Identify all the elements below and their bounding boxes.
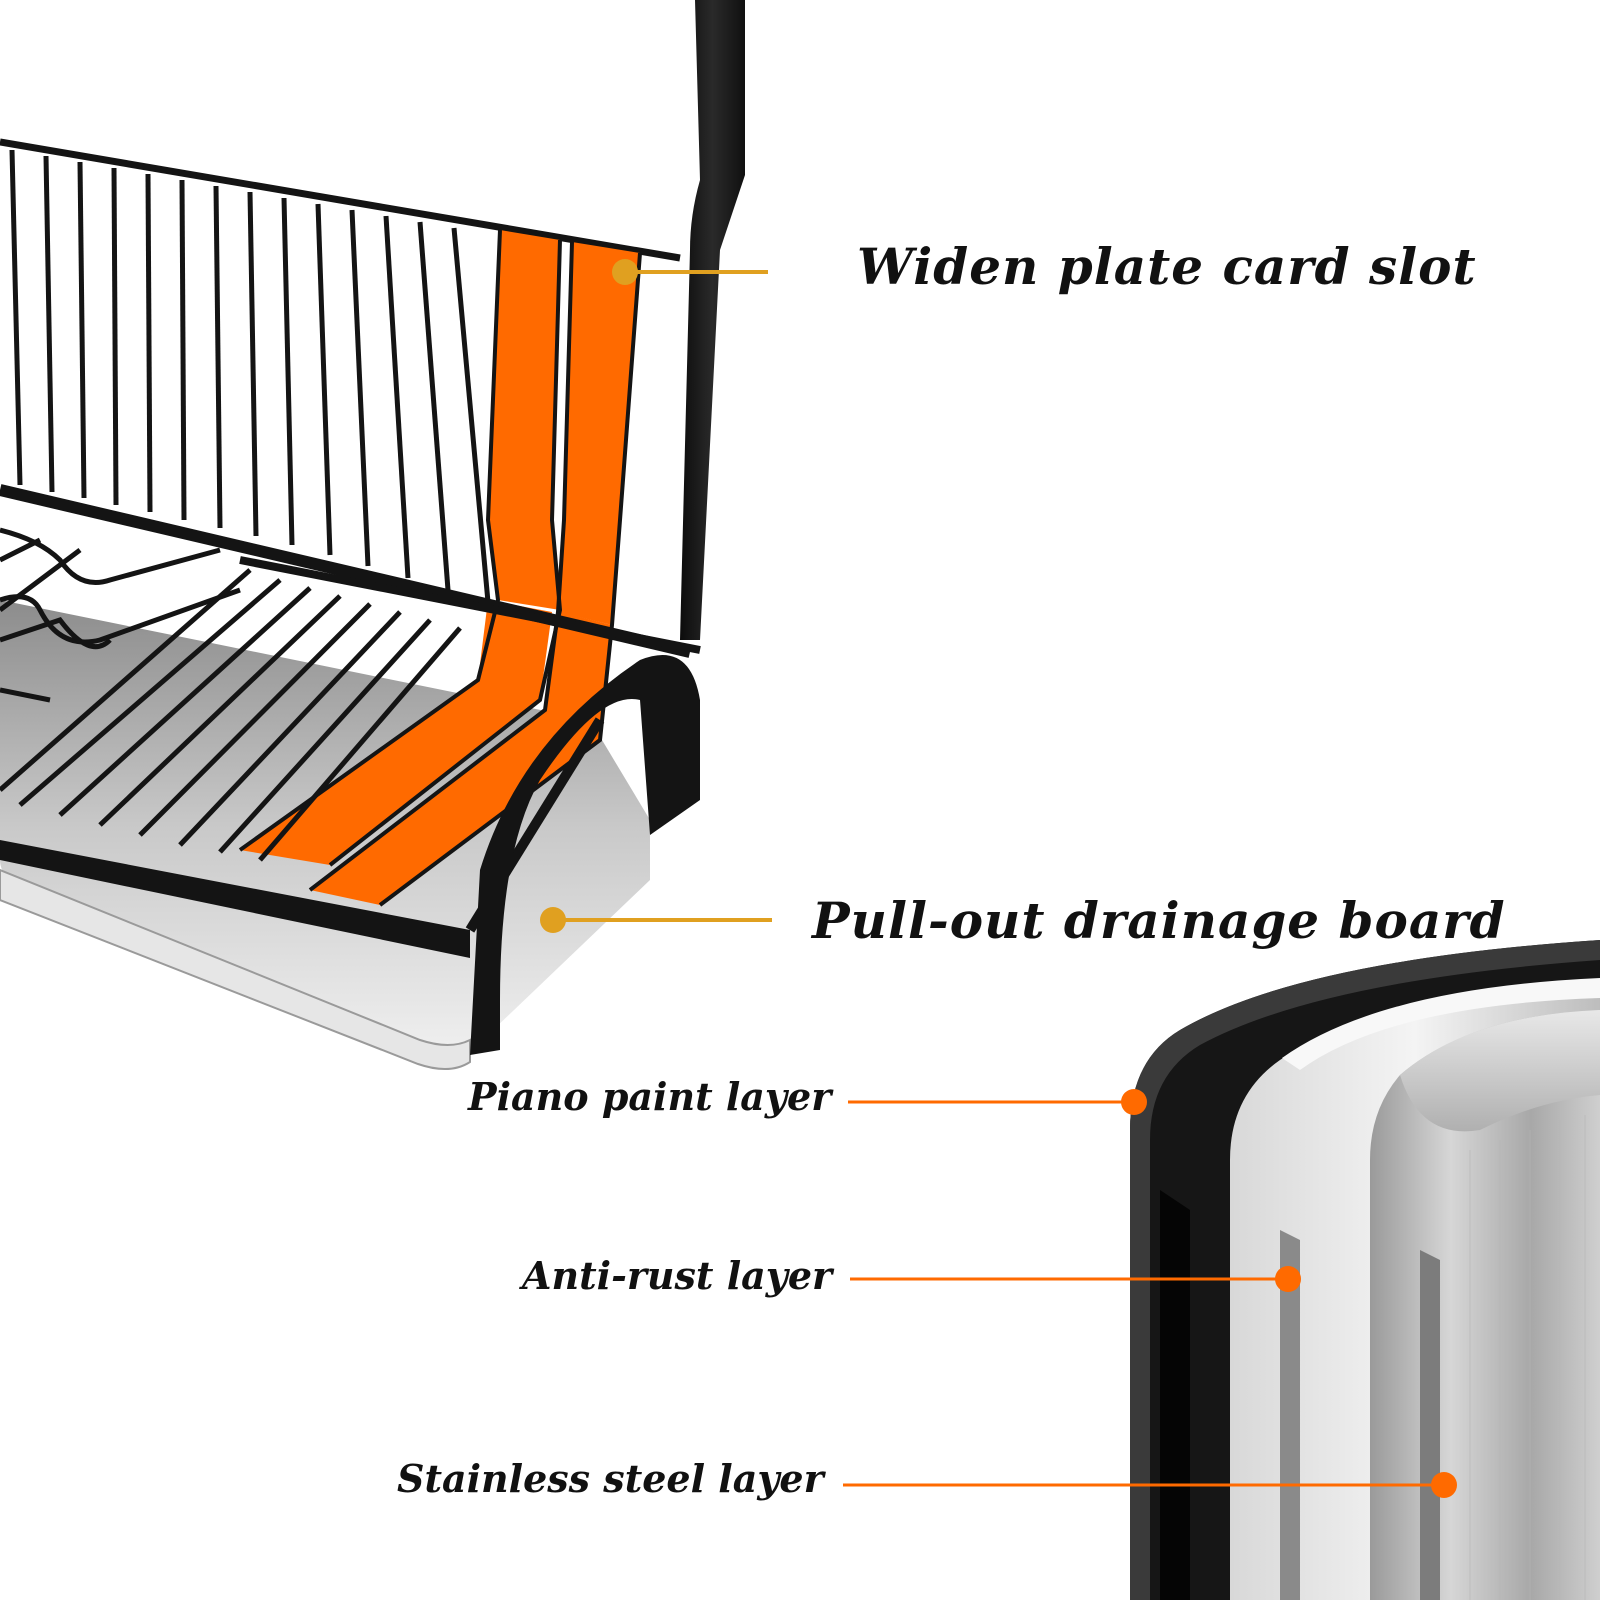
stainless-steel-label: Stainless steel layer <box>397 1456 824 1501</box>
back-wires <box>9 149 491 603</box>
side-handle-arch <box>470 655 700 1055</box>
anti-rust-marker <box>1275 1266 1301 1292</box>
piano-paint-marker <box>1121 1089 1147 1115</box>
vertical-pole <box>680 0 745 640</box>
layer-cross-section <box>843 940 1600 1600</box>
anti-rust-label: Anti-rust layer <box>522 1253 833 1298</box>
pull-out-board-label: Pull-out drainage board <box>812 891 1506 950</box>
widen-slot-back-stripe-2 <box>558 242 640 625</box>
bottom-wires <box>0 537 462 862</box>
stainless-steel-marker <box>1431 1472 1457 1498</box>
brushed-texture <box>1469 1115 1586 1600</box>
dish-rack <box>0 0 772 1070</box>
widen-slot-bottom-stripe-1 <box>240 600 552 865</box>
widen-slot-back-stripe-1 <box>488 230 560 610</box>
piano-paint-label: Piano paint layer <box>468 1074 832 1119</box>
front-frame <box>0 840 470 958</box>
drainage-tray-front-edge <box>0 868 471 1070</box>
widen-slot-label: Widen plate card slot <box>857 237 1477 296</box>
top-back-rail <box>0 138 681 262</box>
